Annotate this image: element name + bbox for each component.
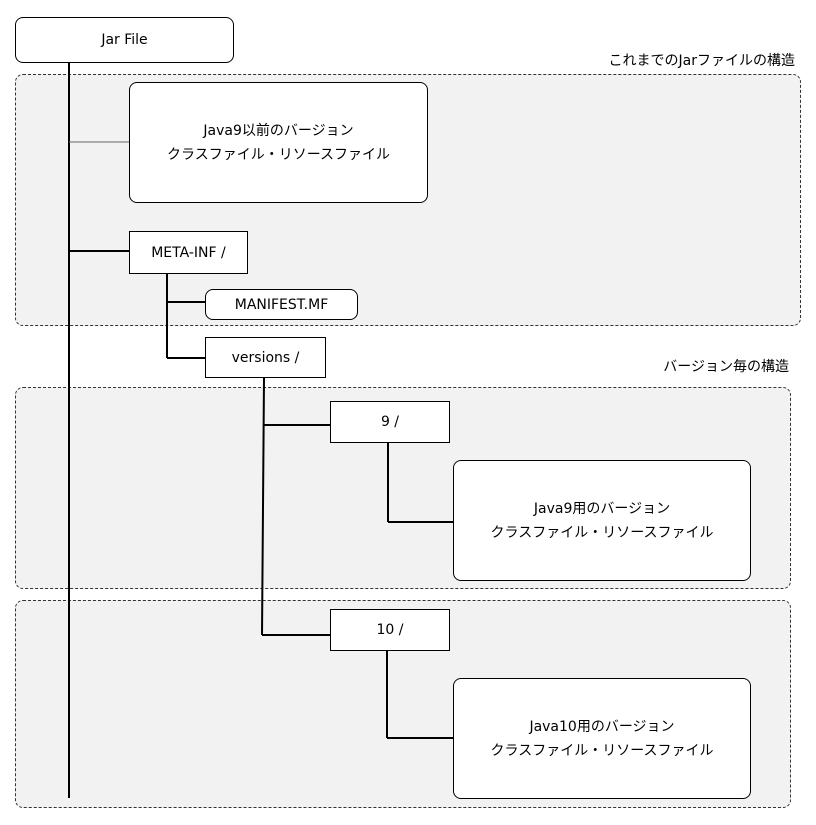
pre-java9-files-label: クラスファイル・リソースファイル <box>166 146 391 163</box>
meta-inf-node: META-INF / <box>129 231 248 274</box>
versions-node: versions / <box>205 337 326 378</box>
legacy-structure-label: これまでのJarファイルの構造 <box>608 53 795 69</box>
pre-java9-files-node: Java9以前のバージョン クラスファイル・リソースファイル <box>129 82 428 203</box>
meta-inf-label: META-INF / <box>151 244 226 261</box>
jar-file-node: Jar File <box>15 17 234 63</box>
version-9-label: 9 / <box>380 414 400 430</box>
versions-label: versions / <box>231 349 300 366</box>
manifest-label: MANIFEST.MF <box>234 296 329 313</box>
java10-files-node: Java10用のバージョン クラスファイル・リソースファイル <box>453 678 751 799</box>
jar-file-label: Jar File <box>101 32 148 48</box>
manifest-node: MANIFEST.MF <box>205 289 358 320</box>
java9-files-label: クラスファイル・リソースファイル <box>490 524 714 541</box>
version-10-node: 10 / <box>330 609 450 651</box>
java10-version-label: Java10用のバージョン <box>529 718 675 735</box>
java10-files-label: クラスファイル・リソースファイル <box>490 742 714 759</box>
version-9-node: 9 / <box>330 401 450 443</box>
java9-files-node: Java9用のバージョン クラスファイル・リソースファイル <box>453 460 751 581</box>
version-10-label: 10 / <box>376 622 404 638</box>
per-version-structure-label: バージョン毎の構造 <box>663 359 789 375</box>
pre-java9-version-label: Java9以前のバージョン <box>203 122 354 139</box>
java9-version-label: Java9用のバージョン <box>533 500 671 517</box>
